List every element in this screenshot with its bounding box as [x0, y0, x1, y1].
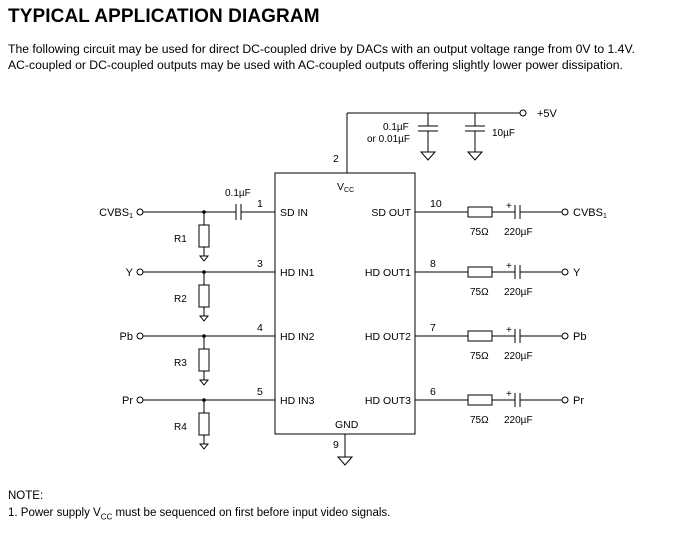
input-terminal	[136, 268, 144, 276]
input-pin-number: 4	[257, 322, 263, 334]
output-label: CVBS1	[573, 207, 607, 220]
resistor-label: R4	[174, 422, 187, 433]
termination-resistor	[198, 224, 210, 248]
cap2-value: 10µF	[492, 128, 515, 139]
vcc-label: VCC	[337, 181, 354, 194]
input-label: CVBS1	[99, 207, 133, 220]
series-resistor-value: 75Ω	[470, 227, 489, 238]
series-resistor	[467, 206, 493, 218]
output-label: Pb	[573, 331, 586, 343]
output-cap-value: 220µF	[504, 287, 533, 298]
output-terminal	[561, 268, 569, 276]
input-cap-value: 0.1µF	[225, 188, 251, 199]
input-pin-number: 3	[257, 258, 263, 270]
output-cap-value: 220µF	[504, 227, 533, 238]
ground-symbol	[336, 456, 354, 466]
supply-label: +5V	[537, 108, 558, 120]
note-text: 1. Power supply VCC must be sequenced on…	[8, 507, 391, 522]
input-channel: CVBS1 1 SD IN R1	[99, 198, 308, 262]
input-label: Pb	[120, 331, 133, 343]
input-terminal	[136, 208, 144, 216]
description-line-2: AC-coupled or DC-coupled outputs may be …	[8, 58, 623, 72]
supply-terminal	[519, 109, 527, 117]
page-title: TYPICAL APPLICATION DIAGRAM	[8, 6, 320, 27]
output-pin-name: HD OUT2	[365, 331, 411, 343]
input-pin-name: HD IN1	[280, 267, 315, 279]
output-label: Y	[573, 267, 581, 279]
note-label: NOTE:	[8, 490, 44, 502]
output-cap-value: 220µF	[504, 415, 533, 426]
gnd-pin-number: 9	[333, 439, 339, 451]
input-pin-name: SD IN	[280, 207, 308, 219]
output-channel: HD OUT1 8 + Y 75Ω 220µF	[365, 258, 581, 298]
resistor-label: R1	[174, 234, 187, 245]
series-resistor	[467, 330, 493, 342]
termination-resistor	[198, 412, 210, 436]
output-channel: HD OUT3 6 + Pr 75Ω 220µF	[365, 386, 584, 426]
cap1-value-b: or 0.01µF	[367, 134, 410, 145]
description-line-1: The following circuit may be used for di…	[8, 42, 635, 56]
output-terminal	[561, 396, 569, 404]
output-channel: HD OUT2 7 + Pb 75Ω 220µF	[365, 322, 587, 362]
decoupling-capacitor-1	[418, 113, 438, 161]
output-pin-number: 6	[430, 386, 436, 398]
output-terminal	[561, 208, 569, 216]
vcc-pin-number: 2	[333, 153, 339, 165]
termination-resistor	[198, 284, 210, 308]
resistor-label: R2	[174, 294, 187, 305]
resistor-label: R3	[174, 358, 187, 369]
series-resistor-value: 75Ω	[470, 351, 489, 362]
input-label: Pr	[122, 395, 133, 407]
input-pin-number: 1	[257, 198, 263, 210]
svg-text:+: +	[506, 389, 512, 400]
output-channel: SD OUT 10 + CVBS1 75Ω 220µF	[371, 198, 607, 238]
series-resistor-value: 75Ω	[470, 415, 489, 426]
input-terminal	[136, 396, 144, 404]
termination-resistor	[198, 348, 210, 372]
cap1-value-a: 0.1µF	[383, 122, 409, 133]
svg-text:+: +	[506, 261, 512, 272]
gnd-label: GND	[335, 419, 359, 431]
output-label: Pr	[573, 395, 584, 407]
input-label: Y	[126, 267, 134, 279]
output-pin-name: HD OUT1	[365, 267, 411, 279]
input-terminal	[136, 332, 144, 340]
input-coupling-capacitor	[235, 204, 242, 220]
output-pin-name: HD OUT3	[365, 395, 411, 407]
series-resistor-value: 75Ω	[470, 287, 489, 298]
output-cap-value: 220µF	[504, 351, 533, 362]
output-pin-number: 7	[430, 322, 436, 334]
output-pin-name: SD OUT	[371, 207, 411, 219]
output-terminal	[561, 332, 569, 340]
series-resistor	[467, 266, 493, 278]
decoupling-capacitor-2	[465, 113, 485, 161]
input-pin-name: HD IN3	[280, 395, 315, 407]
input-pin-name: HD IN2	[280, 331, 315, 343]
svg-text:+: +	[506, 201, 512, 212]
output-pin-number: 10	[430, 198, 442, 210]
series-resistor	[467, 394, 493, 406]
description: The following circuit may be used for di…	[8, 41, 693, 73]
output-pin-number: 8	[430, 258, 436, 270]
svg-text:+: +	[506, 325, 512, 336]
input-pin-number: 5	[257, 386, 263, 398]
